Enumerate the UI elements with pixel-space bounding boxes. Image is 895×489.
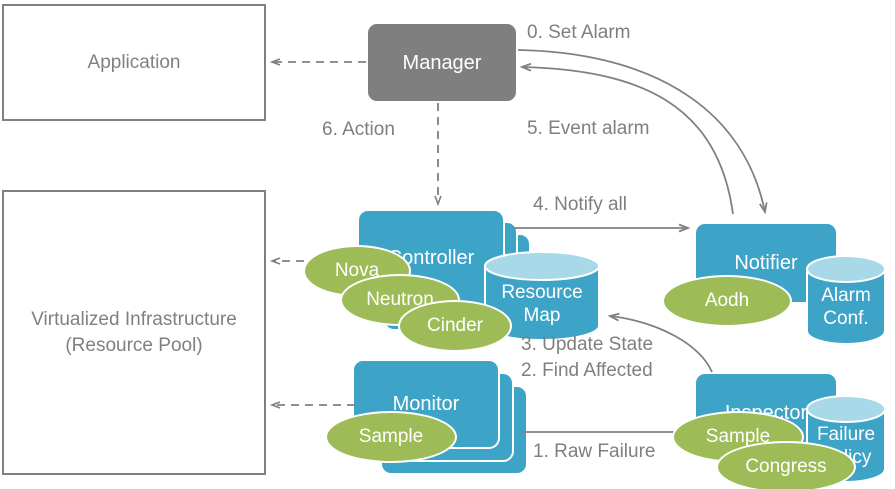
pill-cinder-label: Cinder xyxy=(427,315,483,336)
edge-label-step-1: 1. Raw Failure xyxy=(533,441,656,462)
edge-label-step-0: 0. Set Alarm xyxy=(527,22,631,43)
resource-map-cylinder[interactable]: Resource Map xyxy=(484,251,600,341)
pill-cinder[interactable]: Cinder xyxy=(398,300,512,352)
pill-sample-monitor[interactable]: Sample xyxy=(325,411,457,463)
edge-set-alarm xyxy=(517,49,768,215)
pill-nova-label: Nova xyxy=(334,260,380,281)
pill-aodh-label: Aodh xyxy=(704,290,750,311)
pill-congress-label: Congress xyxy=(745,456,827,477)
resource-map-shape xyxy=(484,251,600,341)
infrastructure-label-line1: Virtualized Infrastructure xyxy=(31,308,237,330)
manager-node[interactable]: Manager xyxy=(368,24,516,101)
pill-neutron-label: Neutron xyxy=(366,289,434,310)
application-label: Application xyxy=(87,51,181,73)
virtualized-infrastructure-box[interactable]: Virtualized Infrastructure (Resource Poo… xyxy=(2,190,266,475)
pill-sample-inspector-label: Sample xyxy=(705,426,771,447)
notifier-label: Notifier xyxy=(734,252,798,274)
failure-policy-label-line1: Failure xyxy=(816,424,876,445)
infrastructure-label-line2: (Resource Pool) xyxy=(65,334,203,356)
controller-label: Controller xyxy=(387,247,475,269)
pill-sample-monitor-label: Sample xyxy=(358,426,424,447)
edge-label-step-2: 2. Find Affected xyxy=(521,360,653,381)
edge-label-step-6: 6. Action xyxy=(322,119,395,140)
edge-label-step-5: 5. Event alarm xyxy=(527,118,650,139)
edge-label-step-3: 3. Update State xyxy=(521,334,654,355)
alarm-conf-label-line1: Alarm xyxy=(821,285,871,306)
pill-congress[interactable]: Congress xyxy=(716,441,856,489)
edge-event-alarm xyxy=(519,62,734,215)
alarm-conf-cylinder[interactable]: Alarm Conf. xyxy=(806,255,886,345)
pill-aodh[interactable]: Aodh xyxy=(662,275,792,327)
resource-map-label-line1: Resource xyxy=(501,282,583,303)
resource-map-label-line2: Map xyxy=(523,305,561,326)
edge-update-state xyxy=(607,312,713,373)
alarm-conf-shape xyxy=(806,255,886,345)
manager-label: Manager xyxy=(402,51,482,74)
application-box[interactable]: Application xyxy=(2,4,266,121)
monitor-label: Monitor xyxy=(392,393,460,415)
alarm-conf-label-line2: Conf. xyxy=(823,308,869,329)
edge-label-step-4: 4. Notify all xyxy=(533,194,627,215)
